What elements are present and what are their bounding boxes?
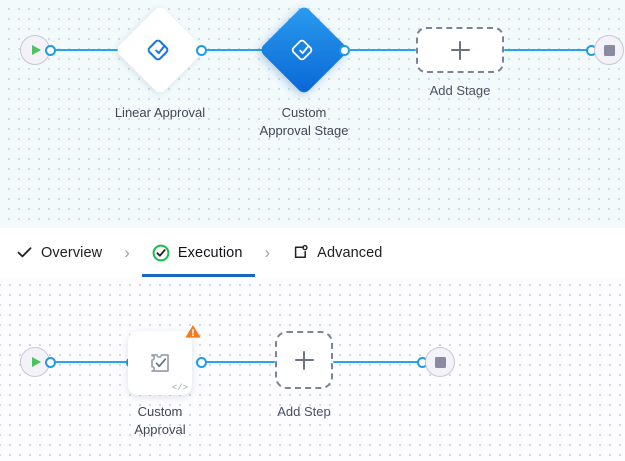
approval-diamond-icon [291,39,313,61]
stage-label-linear-approval: Linear Approval [114,105,206,120]
add-stage-box[interactable] [416,27,504,73]
tab-execution-label: Execution [177,244,243,261]
add-step-label: Add Step [277,404,331,419]
tab-overview[interactable]: Overview [14,228,104,277]
end-circle [425,347,455,377]
tab-overview-label: Overview [41,244,103,261]
step-label-custom-approval: Custom Approval [134,404,186,437]
step-link-add-to-end[interactable] [333,360,419,363]
stage-label-custom-approval: Custom Approval Stage [259,105,349,138]
custom-approval-stage-diamond[interactable] [258,4,350,96]
tab-separator-2: › [264,243,271,262]
stage-link-start-to-linear[interactable] [55,48,130,51]
add-stage-label: Add Stage [429,83,491,98]
stage-node-custom-approval[interactable] [258,4,350,96]
step-end-node[interactable] [425,347,455,377]
plus-icon [294,350,314,370]
warning-triangle-icon[interactable] [184,323,202,345]
approval-diamond-icon [147,39,169,61]
tab-execution[interactable]: Execution [141,228,255,277]
warning-triangle-glyph [185,325,201,338]
workflow-tabs: Overview › Execution › Advanced [0,228,625,277]
step-link-custom-to-add[interactable] [205,360,275,363]
stop-icon [434,356,446,368]
add-step-box[interactable] [275,331,333,389]
settings-box-icon [295,244,308,258]
step-link-start-to-custom[interactable] [55,360,130,363]
tab-advanced[interactable]: Advanced [290,228,384,277]
stage-node-linear-approval[interactable] [114,4,206,96]
stage-flow-canvas[interactable]: Linear Approval Custom Approval Stage [0,0,625,228]
play-icon [32,45,41,55]
stage-link-custom-to-add[interactable] [348,48,416,51]
stage-end-node[interactable] [594,35,624,65]
check-circle-icon [152,244,170,261]
check-icon [17,247,32,258]
plus-icon [450,40,470,60]
custom-task-icon [151,354,169,372]
code-badge: </> [171,383,188,393]
stage-link-linear-to-custom[interactable] [205,48,271,51]
linear-approval-diamond[interactable] [114,4,206,96]
play-icon [32,357,41,367]
custom-approval-icon-wrap [128,331,192,395]
step-flow-canvas[interactable]: </> Custom Approval Add Step [0,277,625,461]
add-stage-button[interactable] [416,27,504,73]
tab-separator-1: › [124,243,130,262]
add-step-button[interactable] [275,331,333,389]
stage-link-add-to-end[interactable] [504,48,588,51]
tab-advanced-label: Advanced [317,244,383,261]
step-node-custom-approval[interactable]: </> [128,325,201,395]
end-circle [594,35,624,65]
stop-icon [603,44,615,56]
